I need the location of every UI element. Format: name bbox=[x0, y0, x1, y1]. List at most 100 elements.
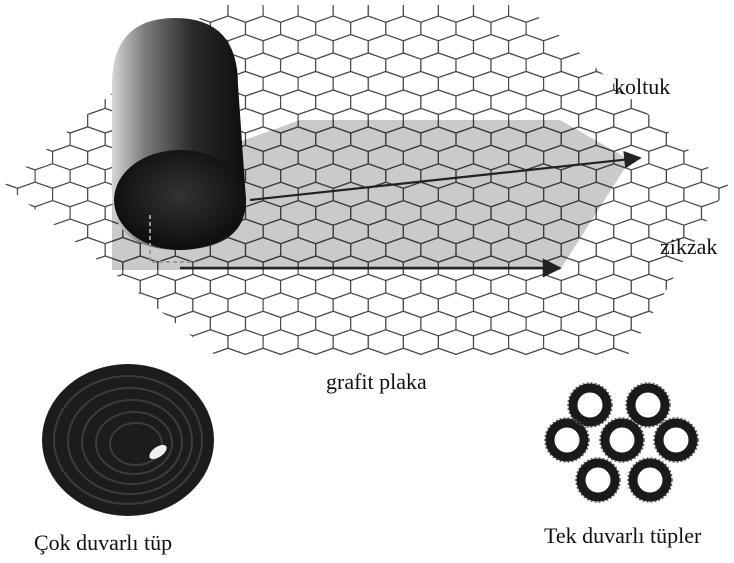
hexagon-cell bbox=[702, 53, 734, 78]
hexagon-cell bbox=[666, 274, 701, 299]
hexagon-cell bbox=[719, 0, 734, 22]
hexagon-cell bbox=[684, 108, 719, 133]
hexagon-cell bbox=[316, 0, 351, 4]
hexagon-cell bbox=[18, 256, 53, 281]
zigzag-label: zikzak bbox=[660, 234, 717, 260]
hexagon-cell bbox=[0, 348, 35, 373]
hexagon-cell bbox=[0, 53, 35, 78]
hexagon-cell bbox=[263, 367, 298, 392]
hexagon-cell bbox=[0, 35, 18, 60]
hexagon-cell bbox=[719, 256, 734, 281]
hexagon-cell bbox=[0, 108, 18, 133]
hexagon-cell bbox=[123, 330, 158, 355]
hexagon-cell bbox=[526, 0, 561, 4]
hexagon-cell bbox=[18, 72, 53, 97]
hexagon-cell bbox=[0, 0, 35, 4]
hexagon-cell bbox=[631, 0, 666, 4]
hexagon-cell bbox=[631, 348, 666, 373]
hexagon-cell bbox=[88, 0, 123, 22]
hexagon-cell bbox=[281, 0, 316, 4]
hexagon-cell bbox=[0, 219, 18, 244]
hexagon-cell bbox=[0, 330, 18, 355]
hexagon-cell bbox=[53, 293, 88, 318]
hexagon-cell bbox=[544, 0, 579, 22]
hexagon-cell bbox=[456, 348, 491, 373]
hexagon-cell bbox=[35, 238, 70, 263]
hexagon-cell bbox=[666, 0, 701, 4]
hexagon-cell bbox=[210, 0, 245, 4]
hexagon-cell bbox=[0, 16, 35, 41]
hexagon-cell bbox=[246, 348, 281, 373]
hexagon-cell bbox=[351, 0, 386, 4]
hexagon-cell bbox=[0, 274, 35, 299]
hexagon-cell bbox=[70, 0, 105, 4]
hexagon-cell bbox=[561, 0, 596, 4]
hexagon-cell bbox=[0, 72, 18, 97]
hexagon-cell bbox=[474, 367, 509, 392]
hexagon-cell bbox=[438, 367, 473, 392]
hexagon-cell bbox=[158, 330, 193, 355]
hexagon-cell bbox=[35, 16, 70, 41]
hexagon-cell bbox=[70, 53, 105, 78]
hexagon-cell bbox=[0, 35, 18, 60]
hexagon-cell bbox=[70, 16, 105, 41]
hexagon-cell bbox=[719, 145, 734, 170]
hexagon-cell bbox=[509, 367, 544, 392]
hexagon-cell bbox=[684, 72, 719, 97]
hexagon-cell bbox=[631, 0, 666, 4]
hexagon-cell bbox=[561, 16, 596, 41]
hexagon-cell bbox=[0, 90, 35, 115]
hexagon-cell bbox=[0, 145, 18, 170]
hexagon-cell bbox=[0, 0, 18, 22]
hexagon-cell bbox=[0, 127, 35, 152]
hexagon-cell bbox=[175, 0, 210, 4]
hexagon-cell bbox=[719, 219, 734, 244]
hexagon-cell bbox=[123, 0, 158, 22]
hexagon-cell bbox=[614, 0, 649, 22]
hexagon-cell bbox=[18, 293, 53, 318]
hexagon-cell bbox=[631, 16, 666, 41]
hexagon-cell bbox=[88, 330, 123, 355]
hexagon-cell bbox=[0, 145, 18, 170]
hexagon-cell bbox=[18, 293, 53, 318]
hexagon-cell bbox=[438, 367, 473, 392]
hexagon-cell bbox=[18, 330, 53, 355]
hexagon-cell bbox=[579, 35, 614, 60]
hexagon-cell bbox=[702, 16, 734, 41]
hexagon-cell bbox=[70, 274, 105, 299]
hexagon-cell bbox=[666, 53, 701, 78]
hexagon-cell bbox=[509, 367, 544, 392]
hexagon-cell bbox=[719, 35, 734, 60]
hexagon-cell bbox=[526, 0, 561, 4]
hexagon-cell bbox=[684, 293, 719, 318]
hexagon-cell bbox=[35, 0, 70, 4]
hexagon-cell bbox=[649, 330, 684, 355]
hexagon-cell bbox=[666, 311, 701, 336]
hexagon-cell bbox=[596, 348, 631, 373]
hexagon-cell bbox=[702, 16, 734, 41]
hexagon-cell bbox=[18, 35, 53, 60]
hexagon-cell bbox=[0, 0, 18, 22]
single-wall-tubes-icon bbox=[545, 383, 698, 502]
hexagon-cell bbox=[702, 0, 734, 4]
hexagon-cell bbox=[18, 0, 53, 22]
hexagon-cell bbox=[561, 0, 596, 4]
hexagon-cell bbox=[0, 367, 18, 392]
hexagon-cell bbox=[719, 0, 734, 22]
hexagon-cell bbox=[719, 330, 734, 355]
hexagon-cell bbox=[70, 16, 105, 41]
hexagon-cell bbox=[18, 108, 53, 133]
hexagon-cell bbox=[421, 0, 456, 4]
hexagon-cell bbox=[561, 16, 596, 41]
hexagon-cell bbox=[70, 0, 105, 4]
hexagon-cell bbox=[579, 35, 614, 60]
hexagon-cell bbox=[0, 72, 18, 97]
hexagon-cell bbox=[88, 0, 123, 22]
hexagon-cell bbox=[579, 0, 614, 22]
hexagon-cell bbox=[35, 348, 70, 373]
hexagon-cell bbox=[53, 0, 88, 22]
multi-wall-tube-label: Çok duvarlı tüp bbox=[34, 530, 172, 556]
hexagon-cell bbox=[0, 219, 18, 244]
hexagon-cell bbox=[351, 0, 386, 4]
hexagon-cell bbox=[0, 311, 35, 336]
